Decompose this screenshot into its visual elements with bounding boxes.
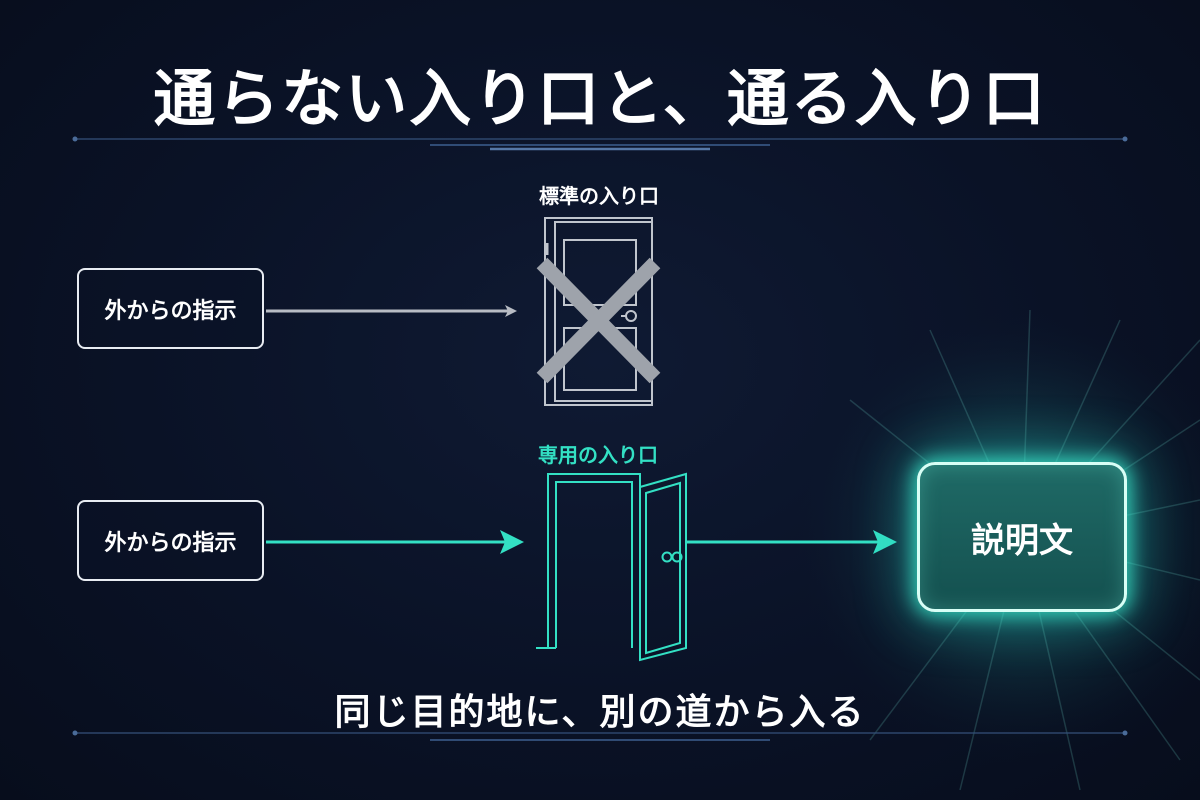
- standard-door-label: 標準の入り口: [539, 184, 659, 208]
- top-divider: [72, 136, 1128, 151]
- bottom-divider: [72, 730, 1128, 741]
- destination-label: 説明文: [971, 520, 1073, 561]
- instruction-box-bottom: 外からの指示: [77, 500, 264, 581]
- special-door-label: 専用の入り口: [538, 443, 658, 467]
- special-door-icon: [536, 472, 687, 662]
- instruction-label-bottom: 外からの指示: [104, 530, 237, 556]
- destination-box: 説明文: [917, 462, 1127, 612]
- pass-arrow-out: [686, 530, 897, 554]
- page-title: 通らない入り口と、通る入り口: [153, 62, 1047, 135]
- pass-arrow-in: [266, 530, 524, 554]
- blocked-cross-icon: [536, 257, 661, 384]
- instruction-box-top: 外からの指示: [77, 268, 264, 349]
- footer-caption: 同じ目的地に、別の道から入る: [334, 692, 866, 733]
- instruction-label-top: 外からの指示: [104, 298, 237, 324]
